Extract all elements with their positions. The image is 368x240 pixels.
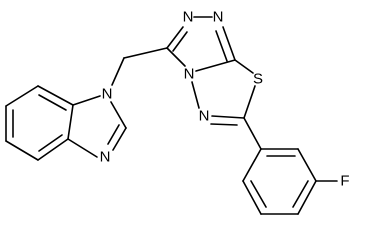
bond-ph5-ph6: [242, 180, 262, 215]
bond-c6-n5-double: [210, 123, 238, 126]
bond-c4-c3a: [37, 138, 69, 161]
bond-n1bim-c2: [110, 101, 127, 129]
bond-c7-c6: [5, 85, 39, 107]
atom-label-n2: N: [183, 9, 194, 26]
atom-label-n1: N: [213, 9, 224, 26]
bond-s-c6: [243, 85, 256, 119]
atom-label-n4: N: [184, 66, 195, 83]
bond-n1-c8a-double: [215, 30, 228, 62]
bond-ph3-ph4: [297, 180, 317, 215]
bond-n3-c3a: [67, 138, 98, 158]
molecule-structure-diagram: N N N N S N N N F: [5, 9, 350, 215]
atom-label-n-bim3: N: [100, 149, 111, 166]
bond-c3-n2-double: [172, 31, 188, 52]
atom-label-f: F: [340, 173, 349, 190]
atom-label-s: S: [253, 71, 263, 88]
bond-c7a-n1bim: [72, 95, 101, 106]
bond-ph5-ph6-inner: [250, 180, 267, 208]
bond-n1-c8a: [222, 26, 236, 61]
bond-c8a-s: [234, 59, 254, 74]
bond-c6-ph1: [243, 117, 262, 150]
bond-c3-ch2: [123, 47, 168, 59]
bond-c3-n2: [166, 26, 184, 49]
bond-n4-c3: [166, 47, 186, 67]
atom-label-n5: N: [199, 108, 210, 125]
bond-c7a-c7: [37, 85, 74, 106]
bond-c8a-n4: [195, 59, 236, 72]
bond-c3a-c7a: [67, 104, 74, 140]
bond-ch2-n1bim: [111, 57, 125, 86]
bond-ph3-ph4-inner: [292, 180, 309, 208]
bond-ph6-ph1: [242, 148, 262, 182]
bond-ph2-ph3: [297, 148, 317, 182]
atom-labels: N N N N S N N N F: [100, 9, 350, 190]
bond-n5-n4: [191, 81, 200, 109]
bond-c2-n3: [112, 127, 127, 151]
bond-c7a-c7-inner: [38, 94, 67, 111]
bond-c6-n5: [211, 115, 245, 119]
bond-c5-c4: [5, 140, 39, 161]
bond-lines: [5, 16, 338, 215]
bond-c2-n3-double: [107, 124, 120, 145]
bond-c4-c3a-inner: [38, 134, 63, 152]
atom-label-n-bim1: N: [102, 86, 113, 103]
